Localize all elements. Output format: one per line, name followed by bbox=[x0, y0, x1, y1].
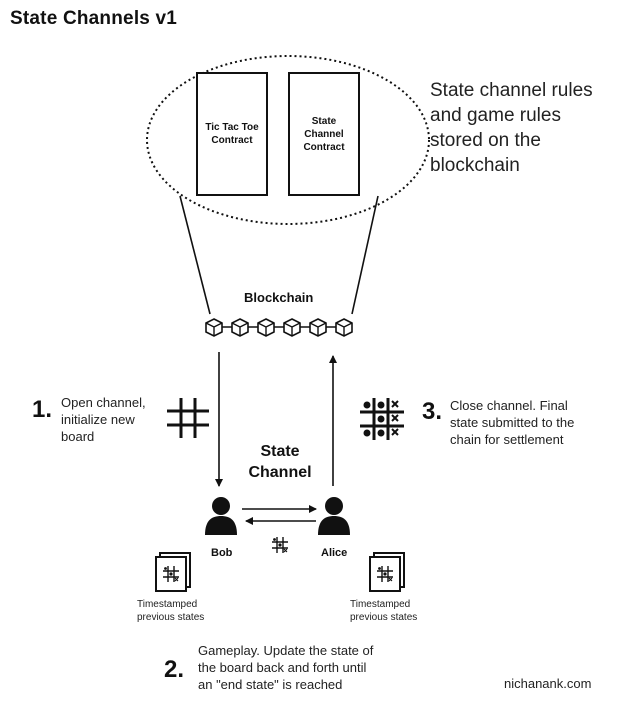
history-caption-left: Timestamped previous states bbox=[137, 598, 204, 624]
person-icon bbox=[205, 497, 237, 535]
rules-line: State channel rules bbox=[430, 80, 593, 101]
contract-label: Channel bbox=[304, 128, 344, 140]
caption-line: previous states bbox=[137, 612, 205, 623]
person-icon bbox=[318, 497, 350, 535]
stacked-states-icon bbox=[370, 553, 404, 591]
contracts-boundary bbox=[146, 55, 430, 225]
caption-line: Timestamped bbox=[137, 599, 198, 610]
rules-line: stored on the bbox=[430, 130, 541, 151]
label-line: Channel bbox=[248, 464, 312, 481]
label-line: State bbox=[260, 443, 300, 460]
step-line: board bbox=[61, 429, 95, 444]
state-channel-contract: State Channel Contract bbox=[288, 72, 360, 196]
step-3-text: Close channel. Final state submitted to … bbox=[450, 397, 620, 448]
blockchain-icon bbox=[205, 318, 353, 337]
rules-line: and game rules bbox=[430, 105, 561, 126]
step-line: Gameplay. Update the state of bbox=[198, 643, 374, 658]
step-2-number: 2. bbox=[164, 656, 185, 683]
state-channel-label: State Channel bbox=[248, 441, 312, 483]
contract-label: Contract bbox=[303, 141, 345, 153]
step-line: the board back and forth until bbox=[198, 660, 367, 675]
rules-description: State channel rules and game rules store… bbox=[430, 78, 620, 178]
step-line: an "end state" is reached bbox=[198, 677, 343, 692]
participant-bob: Bob bbox=[211, 547, 233, 559]
finished-board-icon bbox=[360, 398, 404, 440]
page-title: State Channels v1 bbox=[10, 8, 178, 29]
tic-tac-toe-contract: Tic Tac Toe Contract bbox=[196, 72, 268, 196]
contract-label: State bbox=[311, 115, 337, 127]
step-1-text: Open channel, initialize new board bbox=[61, 394, 171, 445]
step-1-number: 1. bbox=[32, 396, 53, 423]
caption-line: Timestamped bbox=[350, 599, 411, 610]
history-caption-right: Timestamped previous states bbox=[350, 598, 417, 624]
current-state-board-icon bbox=[271, 536, 289, 554]
funnel-line-left bbox=[179, 195, 211, 315]
blockchain-label: Blockchain bbox=[244, 290, 314, 305]
step-line: Close channel. Final bbox=[450, 398, 568, 413]
stacked-states-icon bbox=[156, 553, 190, 591]
participant-alice: Alice bbox=[321, 547, 348, 559]
caption-line: previous states bbox=[350, 612, 418, 623]
contract-label: Tic Tac Toe bbox=[205, 122, 259, 133]
funnel-line-right bbox=[351, 195, 379, 315]
step-3-number: 3. bbox=[422, 398, 443, 425]
step-line: chain for settlement bbox=[450, 432, 564, 447]
contract-label: Contract bbox=[211, 135, 253, 146]
step-2-text: Gameplay. Update the state of the board … bbox=[198, 642, 408, 693]
step-line: Open channel, bbox=[61, 395, 146, 410]
step-line: initialize new bbox=[61, 412, 135, 427]
tic-tac-toe-grid-icon bbox=[167, 398, 209, 438]
rules-line: blockchain bbox=[430, 155, 520, 176]
step-line: state submitted to the bbox=[450, 415, 575, 430]
credit-text: nichanank.com bbox=[504, 676, 592, 691]
